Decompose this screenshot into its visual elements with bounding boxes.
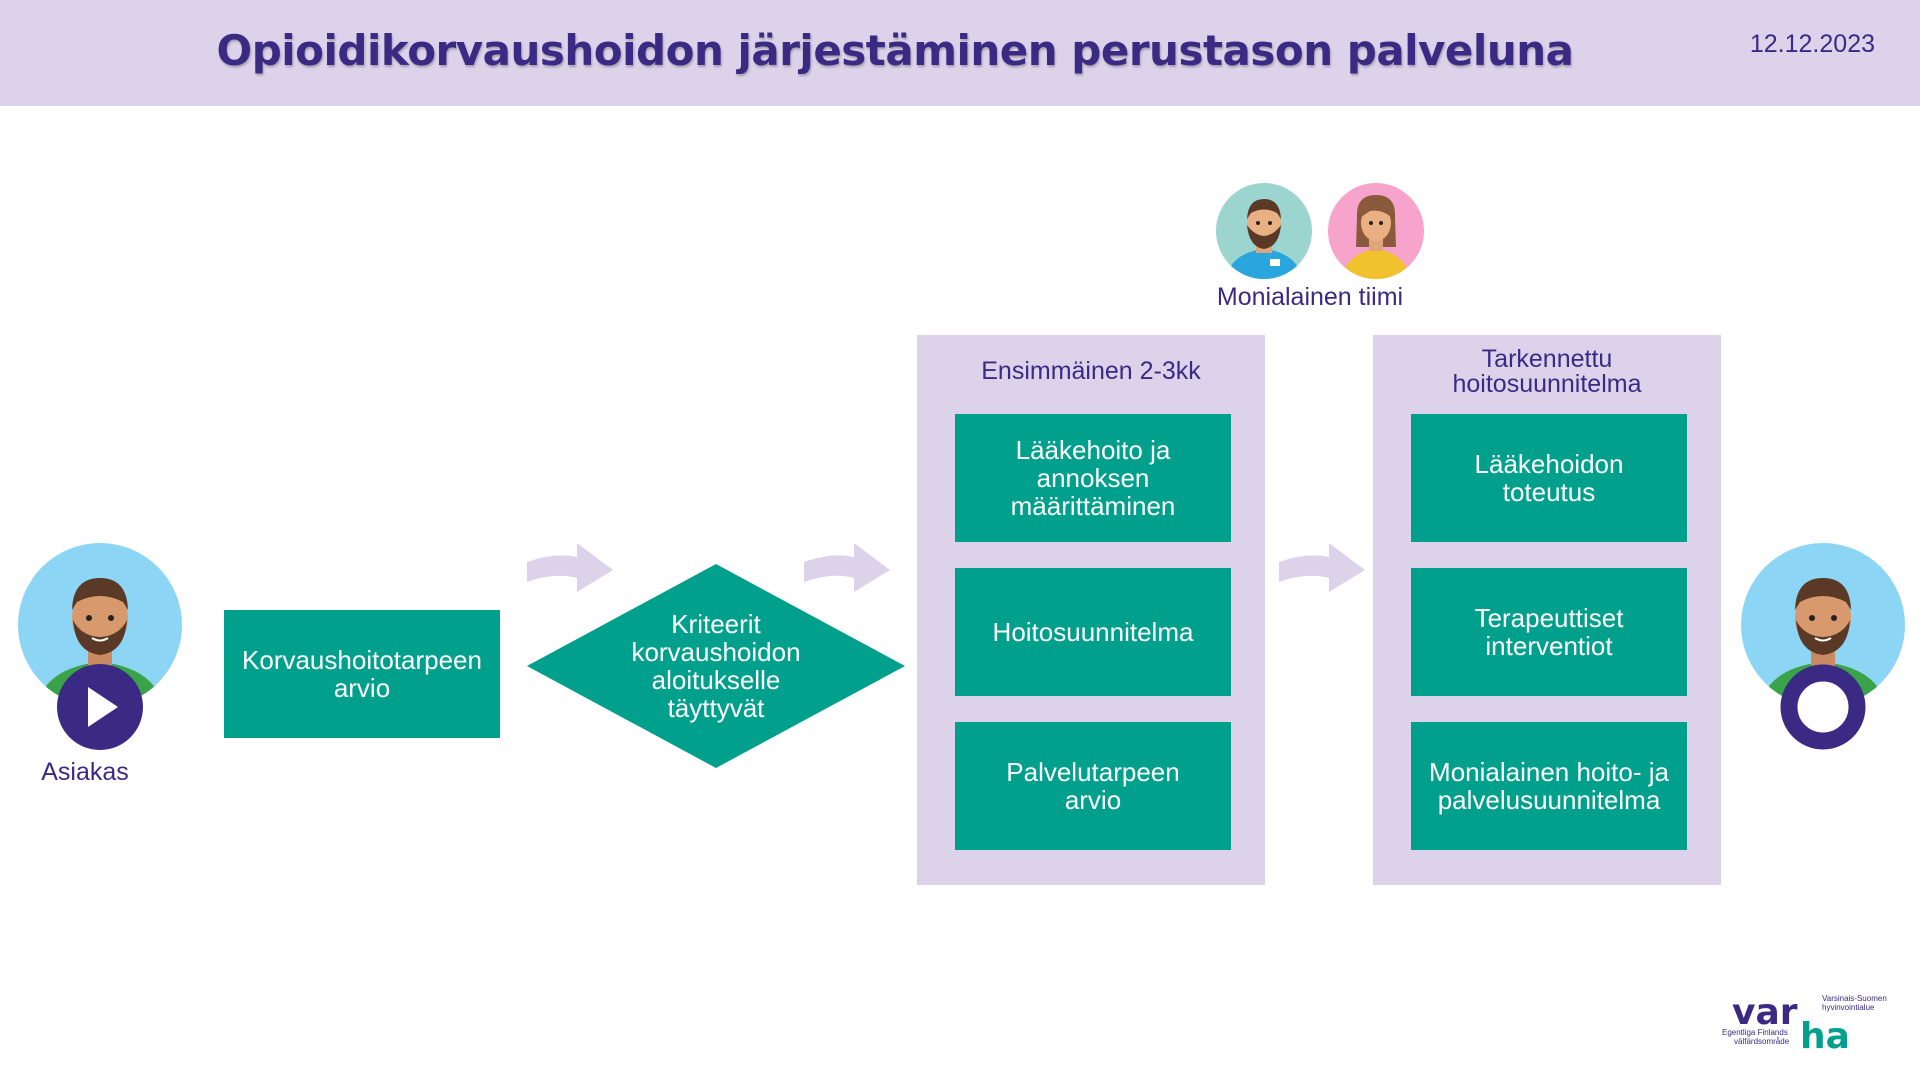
criteria-line-3: aloitukselle [651,665,781,695]
first-months-title: Ensimmäinen 2-3kk [981,357,1201,385]
team-label: Monialainen tiimi [1216,283,1404,311]
client-start-avatar [18,543,182,750]
panel1-item-medication: Lääkehoito ja annoksen määrittäminen [955,414,1231,542]
panel2-item-1-line-2: toteutus [1502,477,1596,507]
panel1-item-service-needs: Palvelutarpeen arvio [955,722,1231,850]
team-member-male-avatar [1216,183,1312,279]
panel1-item-3-line-2: arvio [1064,785,1122,815]
arrow-1 [527,543,613,592]
arrow-3 [1279,543,1365,592]
refined-plan-title: Tarkennettu hoitosuunnitelma [1373,347,1721,397]
criteria-diamond [527,564,905,768]
panel1-item-3-line-1: Palvelutarpeen [1006,757,1180,787]
criteria-line-4: täyttyvät [667,693,765,723]
panel1-item-1-line-2: annoksen [1036,463,1150,493]
criteria-line-2: korvaushoidon [631,637,801,667]
client-end-avatar [1741,543,1905,750]
panel2-item-therapeutic: Terapeuttiset interventiot [1411,568,1687,696]
panel2-item-3-line-2: palvelusuunnitelma [1437,785,1661,815]
panel2-item-3-line-1: Monialainen hoito- ja [1429,757,1669,787]
logo-fi-line-2: hyvinvointialue [1822,1003,1875,1012]
play-icon [88,687,118,727]
page-title: Opioidikorvaushoidon järjestäminen perus… [216,26,1574,75]
client-label: Asiakas [41,758,129,786]
panel2-item-medication-delivery: Lääkehoidon toteutus [1411,414,1687,542]
varha-logo: var ha Varsinais-Suomen hyvinvointialue … [1722,992,1887,1050]
panel1-item-1-line-1: Lääkehoito ja [1015,435,1171,465]
logo-sv-line-1: Egentliga Finlands [1722,1028,1788,1037]
step-assessment: Korvaushoitotarpeen arvio [224,610,500,738]
refined-plan-title-line-1: Tarkennettu [1481,345,1613,373]
panel2-item-2-line-2: interventiot [1485,631,1613,661]
logo-ha-text: ha [1800,1016,1850,1050]
criteria-text: Kriteerit korvaushoidon aloitukselle täy… [587,610,845,722]
logo-fi-line-1: Varsinais-Suomen [1822,994,1887,1003]
panel2-item-2-line-1: Terapeuttiset [1474,603,1624,633]
date-label: 12.12.2023 [1749,30,1875,58]
refined-plan-title-line-2: hoitosuunnitelma [1452,370,1642,398]
step-assessment-text: Korvaushoitotarpeen arvio [242,645,482,703]
logo-sv-line-2: välfärdsområde [1734,1037,1790,1046]
panel2-item-1-line-1: Lääkehoidon [1474,449,1624,479]
criteria-line-1: Kriteerit [671,609,761,639]
team-member-female-avatar [1328,183,1424,279]
logo-var-text: var [1732,992,1798,1033]
header-bar: Opioidikorvaushoidon järjestäminen perus… [0,0,1920,106]
panel2-item-multidisciplinary-plan: Monialainen hoito- ja palvelusuunnitelma [1411,722,1687,850]
panel1-item-2-line-1: Hoitosuunnitelma [992,617,1194,647]
panel1-item-1-line-3: määrittäminen [1010,491,1176,521]
arrow-2 [804,543,890,592]
panel1-item-care-plan: Hoitosuunnitelma [955,568,1231,696]
end-icon [1780,664,1866,750]
